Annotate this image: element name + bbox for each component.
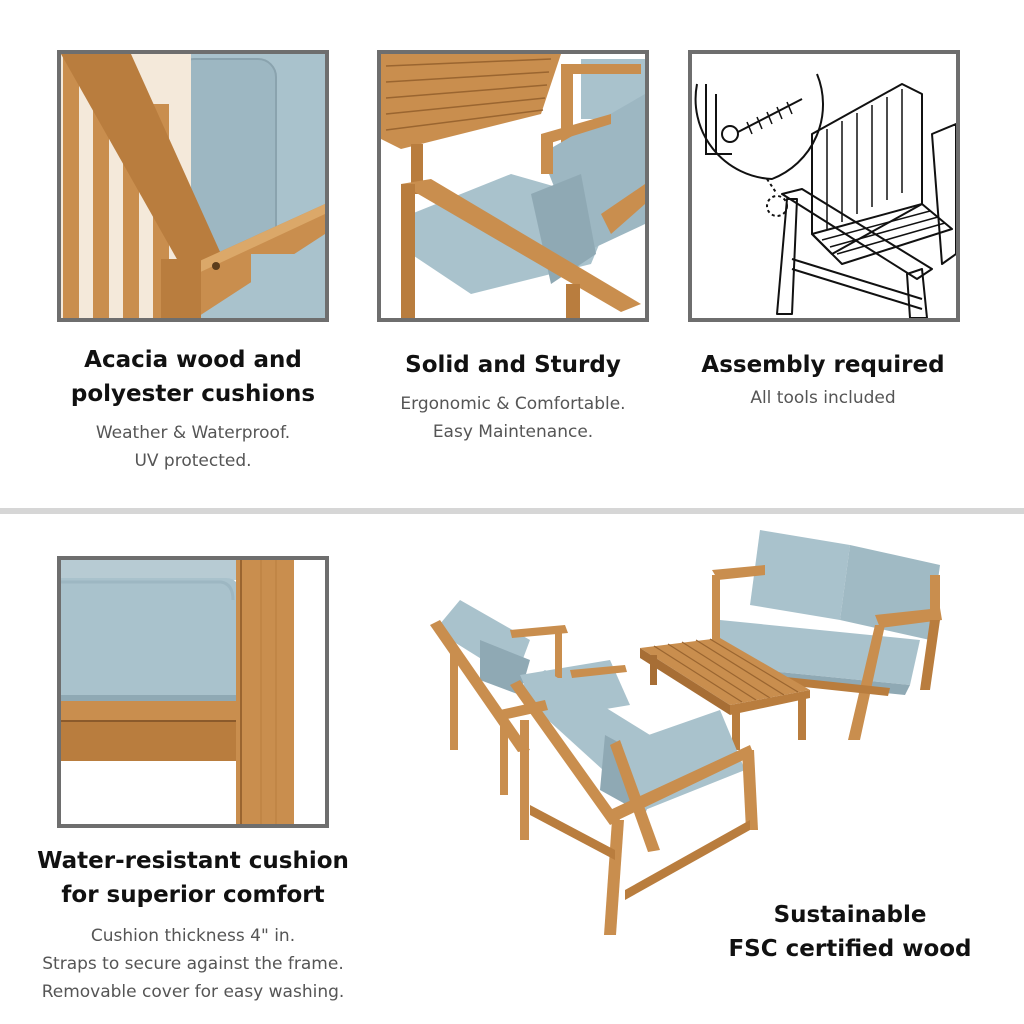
armrest-closeup-illustration <box>61 54 325 318</box>
armchair-front <box>500 670 758 935</box>
assembly-diagram <box>688 50 960 322</box>
feature-subtitle-line: Straps to secure against the frame. <box>42 954 344 974</box>
feature-title-line: for superior comfort <box>61 882 325 908</box>
feature-title-line: Assembly required <box>701 352 945 378</box>
coffee-table <box>640 638 810 750</box>
feature-title-line: Water-resistant cushion <box>37 848 349 874</box>
feature-solid-sturdy: Solid and Sturdy Ergonomic & Comfortable… <box>350 348 676 446</box>
cushion-closeup-illustration <box>61 560 325 824</box>
feature-water-resistant-cushion: Water-resistant cushion for superior com… <box>20 844 366 1006</box>
chair-table-illustration <box>381 54 645 318</box>
patio-set-illustration <box>430 530 942 935</box>
feature-subtitle-line: Removable cover for easy washing. <box>41 982 345 1002</box>
photo-chair-and-table <box>377 50 649 322</box>
feature-title-line: Sustainable <box>773 902 927 928</box>
feature-acacia-wood: Acacia wood and polyester cushions Weath… <box>30 343 356 475</box>
feature-title-line: FSC certified wood <box>728 936 972 962</box>
feature-subtitle-line: Cushion thickness 4" in. <box>90 926 296 946</box>
feature-subtitle-line: Weather & Waterproof. <box>95 423 291 443</box>
assembly-line-drawing <box>692 54 956 318</box>
section-divider <box>0 508 1024 514</box>
screw-icon <box>721 98 803 143</box>
feature-subtitle-line: Ergonomic & Comfortable. <box>400 394 626 414</box>
feature-assembly: Assembly required All tools included <box>660 348 986 412</box>
feature-subtitle-line: All tools included <box>750 388 896 408</box>
patio-set-photo <box>420 520 960 950</box>
feature-title-line: Acacia wood and <box>84 347 302 373</box>
photo-armrest-closeup <box>57 50 329 322</box>
feature-sustainable-wood: Sustainable FSC certified wood <box>690 898 1010 966</box>
allen-key-icon <box>705 84 732 155</box>
feature-subtitle-line: Easy Maintenance. <box>432 422 594 442</box>
photo-cushion-closeup <box>57 556 329 828</box>
feature-title-line: polyester cushions <box>70 381 316 407</box>
feature-title-line: Solid and Sturdy <box>405 352 621 378</box>
feature-subtitle-line: UV protected. <box>134 451 252 471</box>
